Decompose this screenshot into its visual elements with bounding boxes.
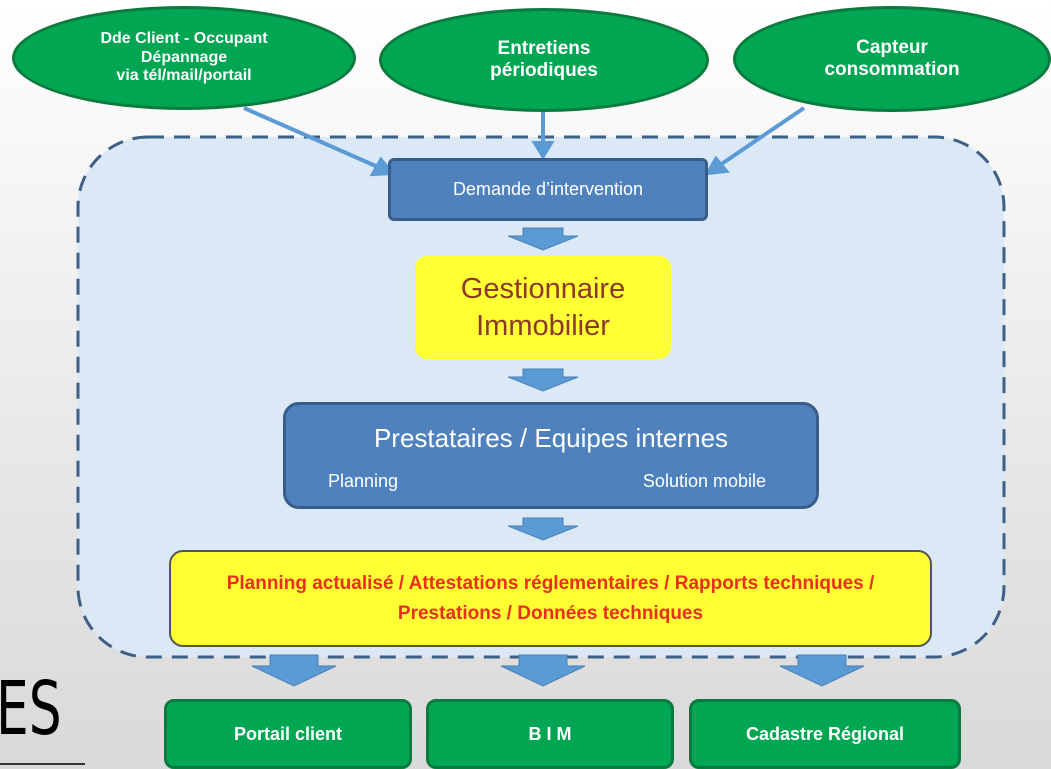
planning-label: Planning (328, 471, 399, 491)
regional-cadastre-box: Cadastre Régional (689, 699, 961, 769)
client-to-request-arrow (243, 106, 379, 169)
output-arrow-middle (500, 654, 586, 687)
intervention-request-label: Demande d’intervention (452, 179, 644, 199)
periodic-maintenance-oval: Entretiens périodiques (379, 8, 709, 112)
down-arrow-3 (507, 517, 579, 541)
bim-label: B I M (528, 723, 572, 744)
property-manager-label: Gestionnaire Immobilier (460, 273, 626, 342)
flow-arrows (251, 227, 865, 687)
deliverables-label: Planning actualisé / Attestations réglem… (226, 573, 875, 624)
sensor-to-request-arrowhead (704, 155, 730, 176)
client-portal-label: Portail client (233, 723, 343, 744)
deliverables-box: Planning actualisé / Attestations réglem… (169, 550, 932, 647)
down-arrow-2 (507, 368, 579, 392)
consumption-sensor-label: Capteur consommation (824, 37, 960, 80)
input-arrows (243, 106, 806, 177)
bim-box: B I M (426, 699, 674, 769)
consumption-sensor-oval: Capteur consommation (733, 6, 1051, 112)
mobile-solution-label: Solution mobile (642, 471, 766, 491)
sensor-to-request-arrow (718, 106, 806, 167)
maintenance-to-request-arrowhead (531, 141, 555, 160)
providers-box: Prestataires / Equipes internes Planning… (283, 402, 819, 509)
intervention-request-box: Demande d’intervention (388, 158, 708, 221)
logo-fragment: ES (0, 666, 62, 752)
client-portal-box: Portail client (164, 699, 412, 769)
periodic-maintenance-label: Entretiens périodiques (490, 38, 598, 81)
client-request-oval: Dde Client - Occupant Dépannage via tél/… (12, 6, 356, 110)
client-to-request-arrowhead (369, 156, 397, 177)
property-manager-box: Gestionnaire Immobilier (415, 256, 671, 359)
regional-cadastre-label: Cadastre Régional (745, 723, 905, 744)
client-request-label: Dde Client - Occupant Dépannage via tél/… (100, 30, 268, 85)
output-arrow-right (779, 654, 865, 687)
down-arrow-1 (507, 227, 579, 251)
providers-title: Prestataires / Equipes internes (373, 423, 729, 453)
output-arrow-left (251, 654, 337, 687)
